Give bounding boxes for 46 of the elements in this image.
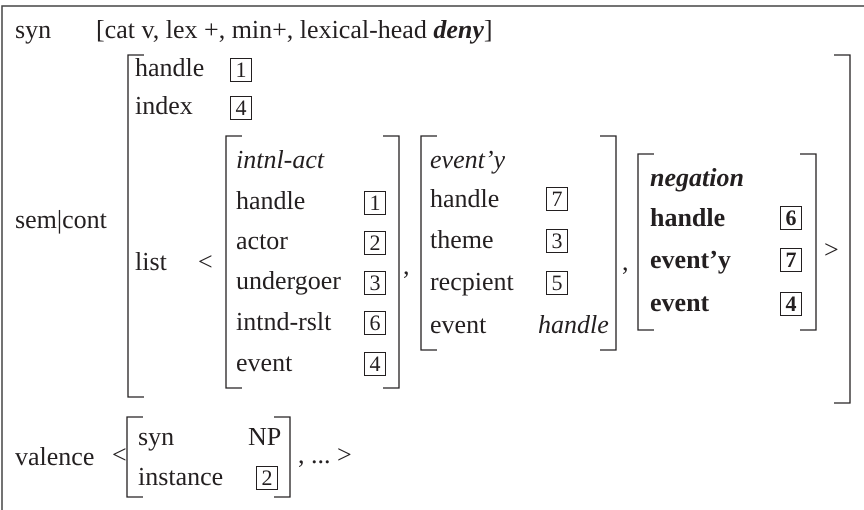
feature-text: < (112, 442, 127, 468)
feature-text: event’y (430, 147, 506, 173)
feature-text: < (198, 249, 213, 275)
tag-box: 4 (364, 352, 386, 376)
feature-text: > (824, 237, 839, 263)
feature-text: undergoer (236, 268, 341, 294)
feature-text: syn (15, 17, 52, 43)
tag-box: 4 (230, 96, 252, 120)
feature-text: syn (138, 424, 174, 450)
feature-text: recpient (430, 269, 514, 295)
tag-box: 1 (364, 191, 386, 215)
tag-box: 4 (780, 292, 802, 316)
feature-text: event (430, 312, 486, 338)
feature-text: handle (236, 188, 306, 214)
tag-box: 5 (546, 271, 568, 295)
feature-text: intnl-act (236, 147, 324, 173)
feature-text: handle (430, 186, 500, 212)
feature-text: negation (650, 165, 744, 191)
feature-text: handle (538, 312, 609, 338)
tag-box: 3 (546, 229, 568, 253)
feature-text: list (135, 249, 167, 275)
feature-text: event’y (650, 247, 731, 273)
feature-text: index (135, 93, 193, 119)
feature-text: handle (650, 205, 726, 231)
tag-box: 6 (364, 311, 386, 335)
feature-text: [cat v, lex +, min+, lexical-head deny] (96, 17, 493, 43)
tag-box: 1 (230, 58, 252, 82)
feature-text: intnd-rslt (236, 309, 332, 335)
feature-text: , ... > (298, 442, 352, 468)
tag-box: 2 (364, 231, 386, 255)
tag-box: 7 (780, 248, 802, 272)
feature-text: instance (138, 464, 224, 490)
feature-text: event (236, 350, 292, 376)
feature-text: NP (248, 424, 282, 450)
feature-text: theme (430, 227, 494, 253)
feature-text: valence (15, 444, 94, 470)
feature-text: actor (236, 228, 288, 254)
tag-box: 2 (256, 466, 278, 490)
tag-box: 7 (546, 187, 568, 211)
tag-box: 6 (780, 206, 802, 230)
feature-text: sem|cont (15, 207, 107, 233)
feature-text: , (622, 249, 628, 275)
feature-text: event (650, 290, 710, 316)
feature-text: , (403, 253, 410, 279)
feature-text: handle (135, 55, 204, 81)
tag-box: 3 (364, 271, 386, 295)
